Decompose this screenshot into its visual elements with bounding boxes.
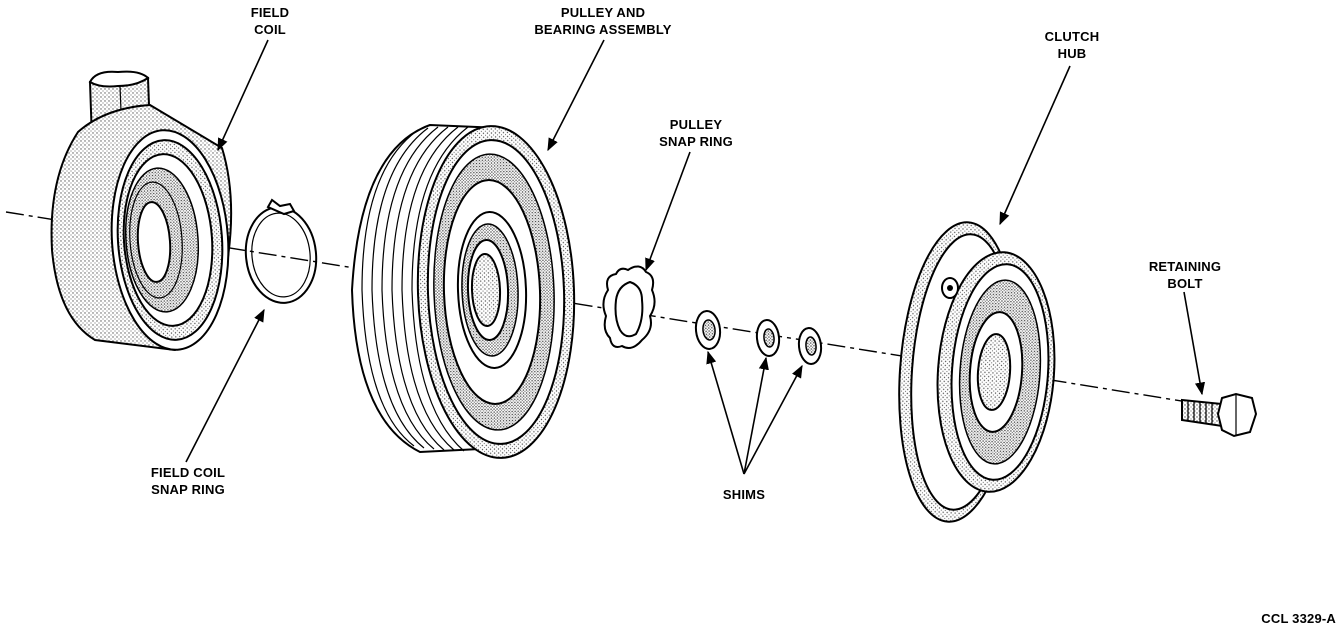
shim-part-1 xyxy=(694,310,722,350)
field-coil-part xyxy=(50,70,233,352)
clutch-hub-part xyxy=(898,221,1056,523)
shim-part-3 xyxy=(797,327,823,365)
pulley-bearing-part xyxy=(350,123,576,459)
figure-code: CCL 3329-A xyxy=(1261,611,1336,626)
leader-lines xyxy=(185,39,1206,475)
shim-part-2 xyxy=(755,319,781,357)
label-shims: SHIMS xyxy=(722,487,766,502)
field-coil-snap-ring-part xyxy=(244,198,318,304)
retaining-bolt-part xyxy=(1181,392,1258,438)
pulley-snap-ring-part xyxy=(602,265,656,349)
